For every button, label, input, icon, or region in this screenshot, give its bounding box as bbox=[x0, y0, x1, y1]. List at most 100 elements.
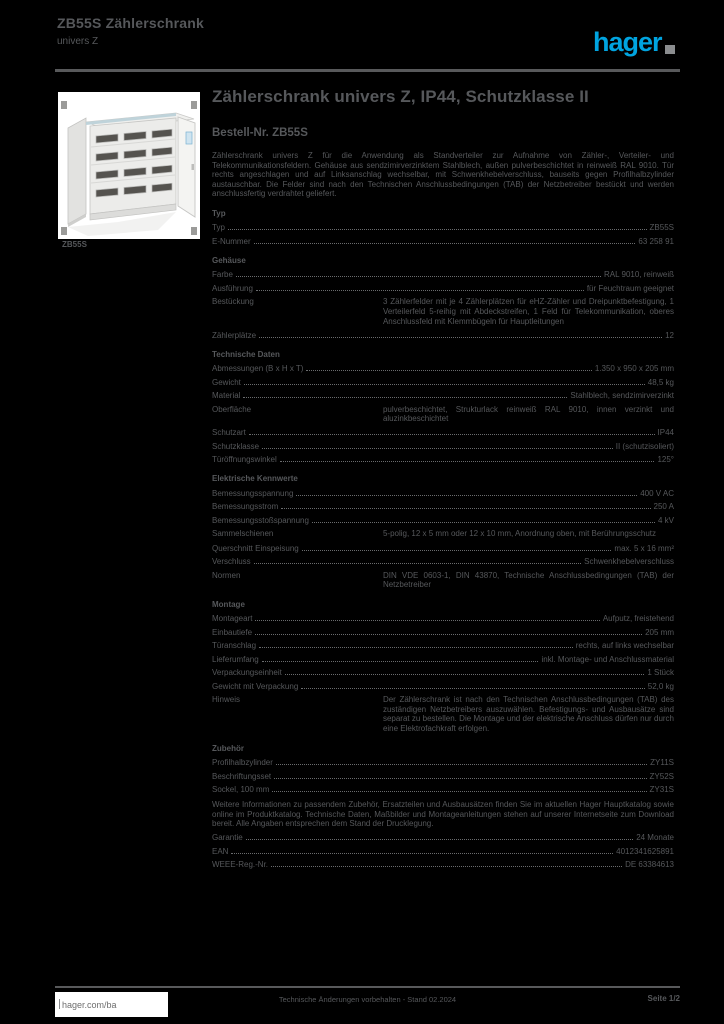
dotted-leader bbox=[284, 674, 645, 676]
spec-label: Typ bbox=[212, 223, 225, 233]
photo-corner-mark bbox=[61, 227, 67, 235]
spec-value: 52,0 kg bbox=[647, 681, 674, 691]
spec-value: max. 5 x 16 mm² bbox=[614, 543, 674, 553]
dotted-leader bbox=[255, 289, 584, 291]
spec-value: 250 A bbox=[653, 502, 674, 512]
spec-label: Sockel, 100 mm bbox=[212, 785, 270, 795]
spec-value: II (schutzisoliert) bbox=[615, 441, 674, 451]
spec-label: Schutzart bbox=[212, 428, 246, 438]
product-description: Zählerschrank univers Z für die Anwendun… bbox=[212, 151, 674, 199]
spec-row: WEEE-Reg.-Nr.DE 63384613 bbox=[212, 860, 674, 869]
spec-row: Türanschlag rechts, auf links wechselbar bbox=[212, 641, 674, 650]
spec-value: RAL 9010, reinweiß bbox=[604, 270, 674, 280]
spec-value: 63 258 91 bbox=[638, 236, 674, 246]
photo-corner-mark bbox=[191, 227, 197, 235]
footer-website-box[interactable]: hager.com/ba bbox=[55, 992, 168, 1017]
spec-row: Abmessungen (B x H x T)1.350 x 950 x 205… bbox=[212, 364, 674, 373]
header-product-block: ZB55S Zählerschrank univers Z bbox=[57, 13, 204, 49]
spec-value: inkl. Montage- und Anschlussmaterial bbox=[541, 654, 674, 664]
dotted-leader bbox=[243, 397, 568, 399]
spec-label: Türanschlag bbox=[212, 641, 257, 651]
spec-label: Montageart bbox=[212, 614, 253, 624]
spec-row: Bemessungsstoßspannung 4 kV bbox=[212, 516, 674, 525]
spec-row: Montageart Aufputz, freistehend bbox=[212, 614, 674, 623]
spec-label: Material bbox=[212, 391, 241, 401]
footer-rule bbox=[55, 986, 680, 988]
spec-section-title: Typ bbox=[212, 208, 226, 218]
dotted-leader bbox=[231, 852, 614, 854]
hager-logo-mark-icon bbox=[664, 45, 675, 54]
spec-label: Querschnitt Einspeisung bbox=[212, 543, 299, 553]
spec-label: Zählerplätze bbox=[212, 330, 257, 340]
dotted-leader bbox=[281, 508, 651, 510]
spec-label: Beschriftungsset bbox=[212, 771, 272, 781]
spec-label: Garantie bbox=[212, 833, 243, 843]
spec-label: WEEE-Reg.-Nr. bbox=[212, 860, 269, 870]
spec-label: Einbautiefe bbox=[212, 627, 253, 637]
spec-label: Bemessungsstrom bbox=[212, 502, 279, 512]
footer-page-number: Seite 1/2 bbox=[647, 994, 680, 1003]
spec-value: 12 bbox=[665, 330, 674, 340]
dotted-leader bbox=[311, 521, 655, 523]
footer-website-link[interactable]: hager.com/ba bbox=[59, 999, 117, 1010]
spec-label: Türöffnungswinkel bbox=[212, 455, 277, 465]
main-content: Zählerschrank univers Z, IP44, Schutzkla… bbox=[212, 86, 674, 874]
spec-value-multiline: DIN VDE 0603-1, DIN 43870, Technische An… bbox=[382, 570, 674, 590]
spec-value: rechts, auf links wechselbar bbox=[575, 641, 674, 651]
spec-label: Abmessungen (B x H x T) bbox=[212, 364, 304, 374]
photo-corner-mark bbox=[191, 101, 197, 109]
spec-row-wrapped: Hinweis Der Zählerschrank ist nach den Te… bbox=[212, 695, 674, 733]
spec-label: Profilhalbzylinder bbox=[212, 758, 273, 768]
header-product-line: ZB55S Zählerschrank bbox=[57, 15, 204, 31]
dotted-leader bbox=[306, 370, 592, 372]
hager-logo-text: hager bbox=[593, 27, 663, 57]
spec-section-title: Elektrische Kennwerte bbox=[212, 474, 298, 484]
dotted-leader bbox=[253, 242, 636, 244]
spec-value: ZY52S bbox=[649, 771, 674, 781]
spec-label: Bestückung bbox=[212, 297, 254, 307]
spec-label: Bemessungsstoßspannung bbox=[212, 515, 309, 525]
spec-value: Aufputz, freistehend bbox=[602, 614, 674, 624]
spec-row: Querschnitt Einspeisung max. 5 x 16 mm² bbox=[212, 544, 674, 553]
dotted-leader bbox=[227, 229, 647, 231]
page-title: Zählerschrank univers Z, IP44, Schutzkla… bbox=[212, 87, 589, 106]
product-photo bbox=[58, 92, 200, 239]
spec-value-multiline: 5-polig, 12 x 5 mm oder 12 x 10 mm, Anor… bbox=[382, 529, 656, 539]
spec-value: 4 kV bbox=[657, 515, 674, 525]
spec-label: Oberfläche bbox=[212, 404, 252, 414]
spec-value: 400 V AC bbox=[640, 488, 674, 498]
spec-value-multiline: Der Zählerschrank ist nach den Technisch… bbox=[382, 695, 674, 733]
header-product-subline: univers Z bbox=[57, 36, 99, 47]
product-reference: Bestell-Nr. ZB55S bbox=[212, 127, 308, 139]
dotted-leader bbox=[253, 563, 582, 565]
spec-label: Farbe bbox=[212, 270, 233, 280]
dotted-leader bbox=[255, 620, 600, 622]
photo-caption: ZB55S bbox=[62, 240, 87, 249]
spec-label: Verschluss bbox=[212, 557, 251, 567]
spec-label: Hinweis bbox=[212, 695, 241, 705]
spec-section-title: Technische Daten bbox=[212, 349, 280, 359]
dotted-leader bbox=[243, 383, 645, 385]
spec-label: EAN bbox=[212, 846, 229, 856]
spec-row: Beschriftungsset ZY52S bbox=[212, 772, 674, 781]
dotted-leader bbox=[275, 764, 648, 766]
